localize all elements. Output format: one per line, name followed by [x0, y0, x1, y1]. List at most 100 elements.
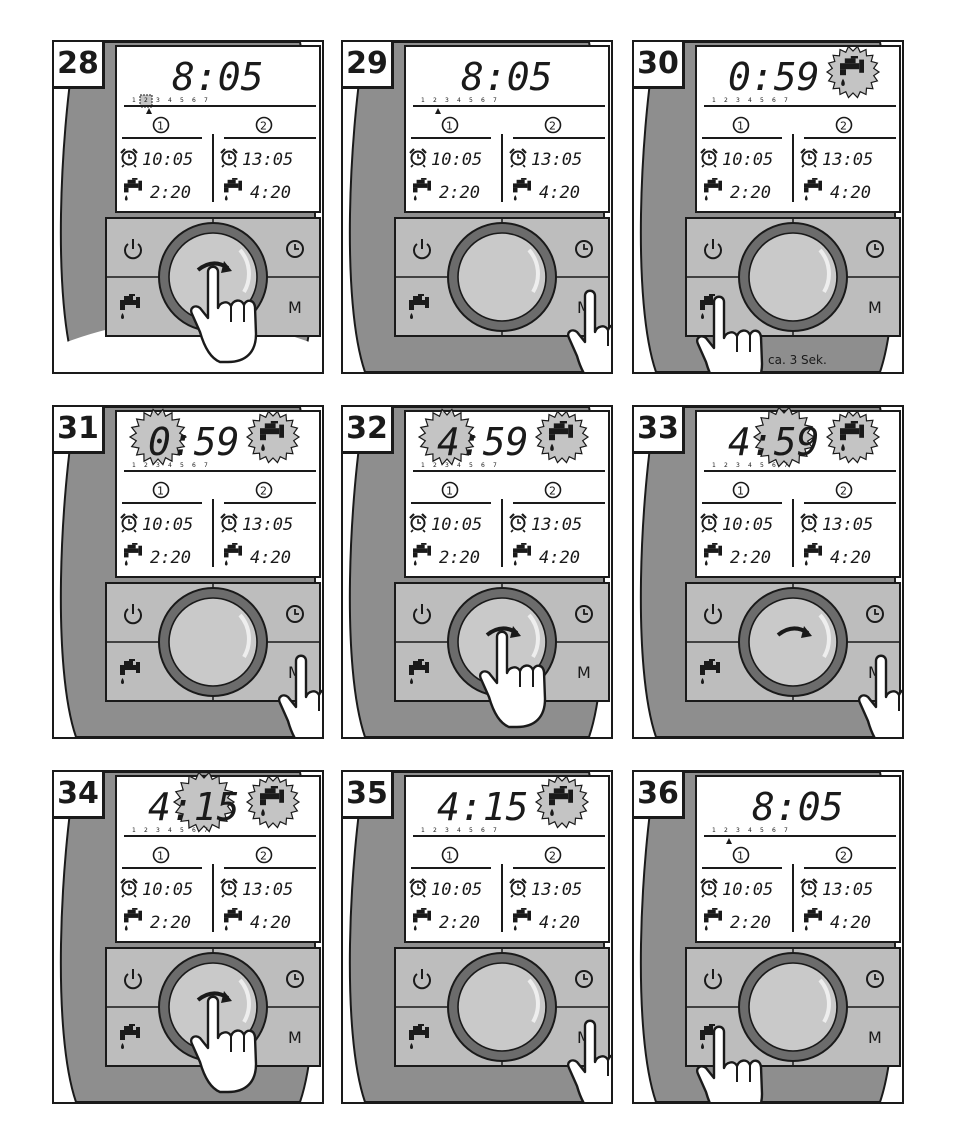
program-2-badge — [835, 481, 853, 499]
flash-burst-hours — [417, 408, 477, 466]
alarm-1-time: 10:05 — [142, 150, 193, 170]
program-2-number: 2 — [549, 850, 556, 863]
power-icon — [124, 608, 142, 625]
power-icon — [124, 973, 142, 990]
clock-icon — [294, 244, 299, 250]
alarm-1-time: 10:05 — [142, 880, 193, 900]
water-1-time: 2:20 — [730, 183, 771, 203]
clock-button[interactable] — [575, 240, 593, 258]
day-label: 6 — [772, 462, 776, 469]
menu-button[interactable]: M — [868, 298, 882, 317]
menu-button[interactable]: M — [577, 663, 591, 682]
clock-button[interactable] — [286, 605, 304, 623]
alarm-2-time: 13:05 — [242, 150, 293, 170]
program-1-number: 1 — [157, 485, 164, 498]
day-label: 4 — [457, 827, 461, 834]
water-button-tap-icon — [120, 294, 140, 319]
rotate-arrow-icon — [801, 626, 812, 638]
menu-button[interactable]: M — [288, 298, 302, 317]
power-button[interactable] — [413, 604, 431, 625]
clock-button[interactable] — [575, 970, 593, 988]
water-button[interactable] — [120, 1024, 140, 1049]
clock-icon — [874, 609, 879, 615]
alarm-clock-icon — [409, 148, 427, 168]
day-label: 5 — [760, 462, 764, 469]
day-label: 3 — [156, 827, 160, 834]
clock-icon — [874, 974, 879, 980]
water-button[interactable] — [120, 294, 140, 319]
water-tap-icon — [413, 178, 431, 201]
water-button-tap-icon — [409, 659, 429, 684]
power-button[interactable] — [413, 969, 431, 990]
alarm-2-time: 13:05 — [822, 150, 873, 170]
clock-button[interactable] — [575, 605, 593, 623]
lcd-screen — [115, 45, 321, 213]
day-label: 5 — [760, 97, 764, 104]
program-2-number: 2 — [840, 485, 847, 498]
power-button[interactable] — [124, 239, 142, 260]
day-label: 2 — [724, 462, 728, 469]
day-label: 7 — [784, 827, 788, 834]
water-button[interactable] — [409, 1024, 429, 1049]
flash-burst-tap — [245, 410, 301, 464]
lcd-tap-icon — [840, 421, 864, 451]
power-button[interactable] — [124, 969, 142, 990]
clock-button[interactable] — [866, 970, 884, 988]
water-1-time: 2:20 — [150, 913, 191, 933]
alarm-clock-icon — [700, 148, 718, 168]
lcd-main-time: 4:15 — [437, 785, 529, 829]
day-label: 4 — [168, 462, 172, 469]
program-1-number: 1 — [446, 120, 453, 133]
clock-button[interactable] — [286, 970, 304, 988]
water-button[interactable] — [409, 659, 429, 684]
menu-button[interactable]: M — [868, 1028, 882, 1047]
pointing-hand-icon — [190, 995, 258, 1094]
water-button[interactable] — [409, 294, 429, 319]
day-label: 7 — [204, 97, 208, 104]
clock-button[interactable] — [286, 240, 304, 258]
water-tap-icon — [804, 908, 822, 931]
day-label: 4 — [748, 827, 752, 834]
step-number: 30 — [634, 42, 685, 89]
day-label: 5 — [469, 827, 473, 834]
water-1-time: 2:20 — [150, 548, 191, 568]
knob-highlight — [527, 613, 540, 659]
power-button[interactable] — [413, 239, 431, 260]
step-number: 33 — [634, 407, 685, 454]
clock-button[interactable] — [866, 240, 884, 258]
clock-button[interactable] — [866, 605, 884, 623]
pointing-hand-icon — [190, 265, 258, 364]
menu-button[interactable]: M — [288, 1028, 302, 1047]
rotate-arrow-icon — [221, 991, 232, 1003]
alarm-clock-icon — [800, 148, 818, 168]
water-button[interactable] — [700, 659, 720, 684]
flash-burst-minutes — [172, 772, 236, 833]
knob-highlight — [527, 978, 540, 1024]
water-tap-icon — [124, 178, 142, 201]
alarm-1-time: 10:05 — [142, 515, 193, 535]
clock-icon — [286, 605, 304, 623]
power-button[interactable] — [124, 604, 142, 625]
day-label: 1 — [712, 97, 716, 104]
lcd-tap-icon — [260, 421, 284, 451]
alarm-1-time: 10:05 — [722, 150, 773, 170]
program-2-badge — [544, 846, 562, 864]
clock-icon — [866, 240, 884, 258]
water-button[interactable] — [120, 659, 140, 684]
alarm-1-time: 10:05 — [431, 150, 482, 170]
power-button[interactable] — [704, 239, 722, 260]
day-label: 5 — [469, 97, 473, 104]
water-tap-icon — [704, 178, 722, 201]
clock-icon — [866, 970, 884, 988]
power-button[interactable] — [704, 969, 722, 990]
alarm-clock-icon — [120, 513, 138, 533]
program-1-badge — [152, 846, 170, 864]
day-label: 7 — [493, 462, 497, 469]
program-1-badge — [732, 846, 750, 864]
power-button[interactable] — [704, 604, 722, 625]
lcd-main-time: 8:05 — [752, 785, 844, 829]
knob-highlight — [238, 248, 251, 294]
